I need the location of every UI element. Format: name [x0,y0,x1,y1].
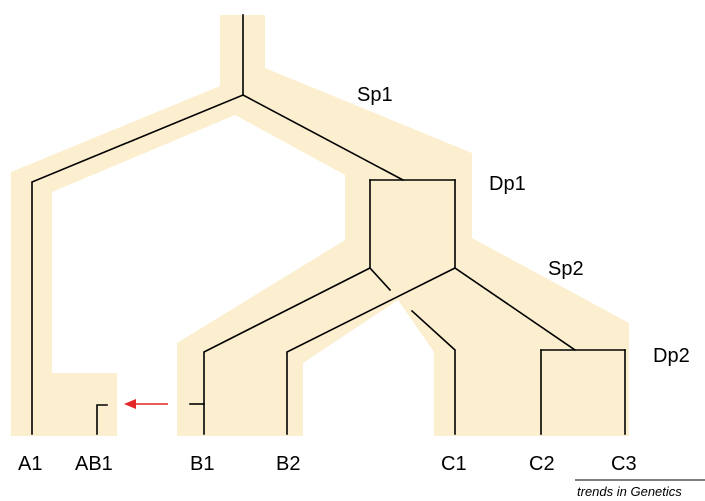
species-tree [11,15,629,436]
leaf-label-c3: C3 [611,453,637,475]
leaf-label-c1: C1 [441,453,467,475]
gene-tree [31,14,626,435]
branch-to-dp2 [453,266,577,352]
leaf-label-b2: B2 [276,453,300,475]
label-dp1: Dp1 [489,173,526,195]
transfer-arrow [124,399,168,409]
leaf-label-c2: C2 [529,453,555,475]
lost-copy-branch [368,266,392,292]
branch-to-c1 [410,309,456,435]
label-sp1: Sp1 [357,84,393,106]
branch-to-b1 [203,266,372,435]
species-tree-body [11,15,629,436]
branch-to-dp1 [241,93,405,182]
label-sp2: Sp2 [548,258,584,280]
footer-credit: trends in Genetics [577,484,682,499]
branch-to-a1 [31,93,245,435]
label-dp2: Dp2 [653,345,690,367]
leaf-label-a1: A1 [18,453,42,475]
branch-to-b2 [286,266,457,435]
leaf-label-b1: B1 [190,453,214,475]
leaf-label-ab1: AB1 [75,453,113,475]
transfer-arrow-head [124,399,136,409]
branch-to-ab1 [96,404,108,435]
